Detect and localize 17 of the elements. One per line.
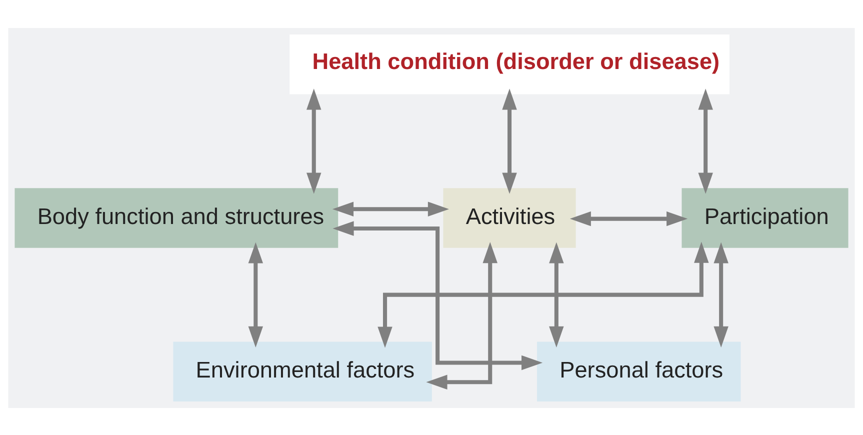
node-box: Body function and structures bbox=[14, 188, 338, 248]
arrow bbox=[570, 210, 688, 226]
node-box: Environmental factors bbox=[173, 341, 432, 402]
node-box: Personal factors bbox=[537, 341, 741, 402]
arrow bbox=[332, 220, 543, 370]
arrow bbox=[502, 88, 517, 194]
arrow bbox=[714, 242, 728, 347]
arrow bbox=[549, 242, 564, 347]
arrow bbox=[332, 201, 449, 216]
arrow bbox=[698, 88, 713, 194]
node-box: Health condition (disorder or disease) bbox=[290, 34, 730, 94]
arrow bbox=[306, 88, 322, 194]
node-box: Activities bbox=[443, 188, 576, 248]
arrow bbox=[378, 241, 709, 348]
arrow bbox=[426, 241, 498, 389]
arrow bbox=[248, 242, 264, 347]
node-box: Participation bbox=[682, 188, 848, 248]
